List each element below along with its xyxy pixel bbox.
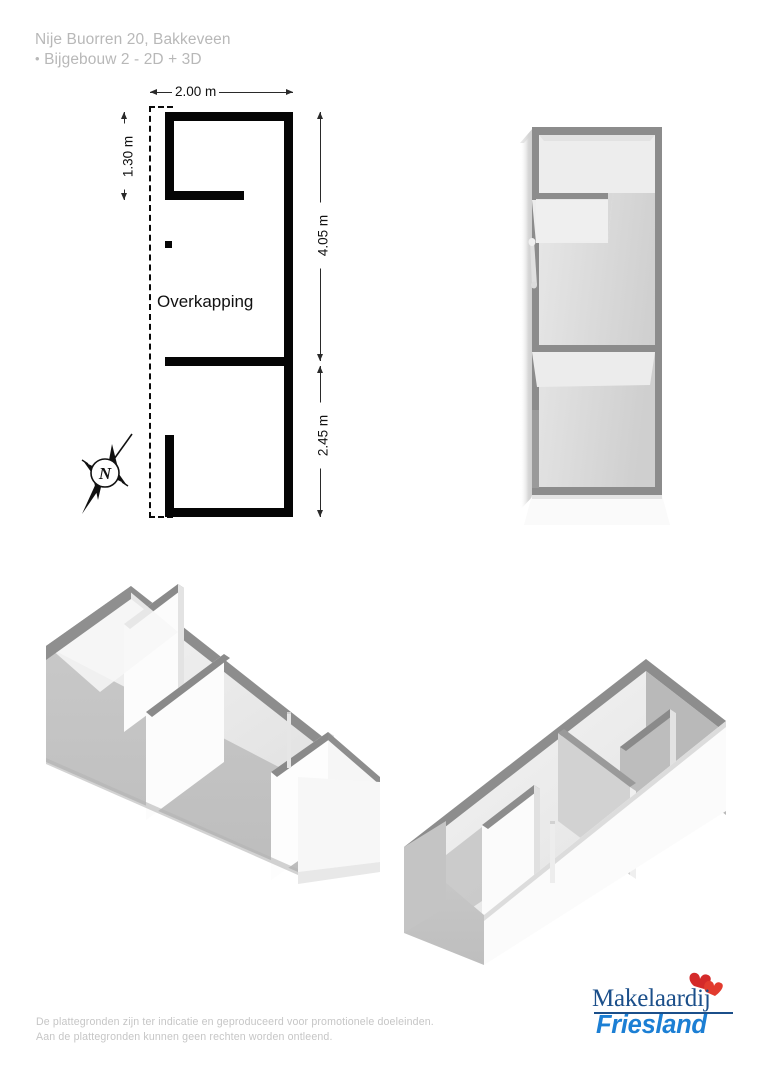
wall-top xyxy=(165,112,293,121)
company-logo: Makelaardij Friesland xyxy=(592,972,737,1039)
wall-right-outer xyxy=(284,112,293,517)
3d-top-view xyxy=(490,95,710,535)
dimension-label-right-lower: 2.45 m xyxy=(315,402,331,469)
logo-text-friesland: Friesland xyxy=(596,1011,707,1039)
dimension-line-width xyxy=(150,92,293,93)
page-title: Nije Buorren 20, Bakkeveen • Bijgebouw 2… xyxy=(35,30,231,69)
compass-letter-n: N xyxy=(98,464,112,483)
3d-isometric-view-right xyxy=(398,625,758,965)
dimension-arrow-up-right-lower xyxy=(316,366,323,373)
dimension-label-width: 2.00 m xyxy=(172,84,220,99)
logo-text-makelaardij: Makelaardij xyxy=(592,985,711,1012)
open-boundary-dashed-top xyxy=(149,106,173,108)
property-address: Nije Buorren 20, Bakkeveen xyxy=(35,31,231,48)
disclaimer-line-2: Aan de plattegronden kunnen geen rechten… xyxy=(36,1030,333,1043)
wall-top-room-left xyxy=(165,112,174,200)
disclaimer-line-1: De plattegronden zijn ter indicatie en g… xyxy=(36,1016,434,1028)
dimension-arrow-down-right-upper xyxy=(316,354,323,361)
open-boundary-dashed-bottom xyxy=(149,516,173,518)
dimension-arrow-down-right-lower xyxy=(316,510,323,517)
dimension-label-left: 1.30 m xyxy=(120,123,136,190)
2d-floorplan: 2.00 m 1.30 m 4.05 m 2.45 m xyxy=(0,0,380,560)
compass-rose-icon: N xyxy=(62,424,150,522)
dimension-arrow-up-left xyxy=(120,112,127,119)
column-marker xyxy=(165,241,172,248)
dimension-arrow-up-right-upper xyxy=(316,112,323,119)
heart-tulip-icon xyxy=(689,972,723,996)
open-boundary-dashed-left xyxy=(149,106,151,518)
dimension-arrow-down-left xyxy=(120,193,127,200)
logo-underline xyxy=(594,1012,733,1014)
dimension-arrow-left xyxy=(150,88,157,95)
dimension-arrow-right xyxy=(286,88,293,95)
subtitle-text: Bijgebouw 2 - 2D + 3D xyxy=(44,51,202,68)
dimension-label-right-upper: 4.05 m xyxy=(315,202,331,269)
property-subtitle: • Bijgebouw 2 - 2D + 3D xyxy=(35,50,231,69)
wall-top-room-bottom xyxy=(165,191,244,200)
footer-disclaimer: De plattegronden zijn ter indicatie en g… xyxy=(36,1015,434,1044)
wall-bottom xyxy=(165,508,293,517)
wall-bottom-room-left xyxy=(165,435,174,517)
room-label-overkapping: Overkapping xyxy=(157,292,254,311)
bullet-icon: • xyxy=(35,51,40,66)
wall-middle-divider xyxy=(165,357,293,366)
3d-isometric-view-left xyxy=(28,572,408,922)
